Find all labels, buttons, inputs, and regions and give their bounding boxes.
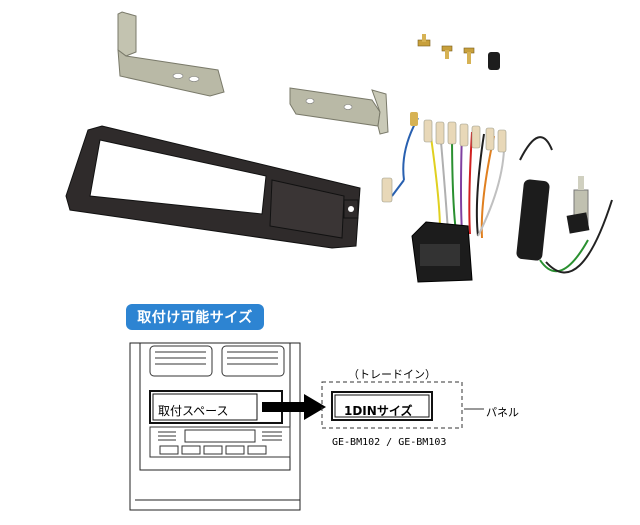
fitment-diagram bbox=[129, 342, 484, 511]
screws bbox=[417, 34, 500, 70]
product-photo bbox=[65, 11, 613, 283]
harness-connector bbox=[411, 221, 473, 283]
install-space-label: 取付スペース bbox=[158, 404, 229, 418]
trade-in-label: （トレードイン） bbox=[348, 368, 436, 381]
left-mounting-bracket bbox=[117, 11, 225, 97]
din-size-label: 1DINサイズ bbox=[344, 404, 413, 418]
model-numbers: GE-BM102 / GE-BM103 bbox=[332, 437, 447, 448]
harness-terminals bbox=[381, 112, 507, 203]
panel-label: パネル bbox=[486, 406, 519, 419]
climate-controls bbox=[149, 426, 291, 458]
air-vents bbox=[149, 345, 285, 377]
fit-arrow bbox=[262, 394, 326, 420]
din-box bbox=[331, 391, 433, 421]
dash-panel bbox=[65, 125, 361, 249]
installable-size-badge: 取付け可能サイズ bbox=[126, 304, 264, 330]
panel-outline bbox=[321, 381, 463, 429]
installable-size-label: 取付け可能サイズ bbox=[137, 310, 253, 326]
right-mounting-bracket bbox=[289, 87, 389, 135]
antenna-adapter bbox=[516, 176, 613, 274]
